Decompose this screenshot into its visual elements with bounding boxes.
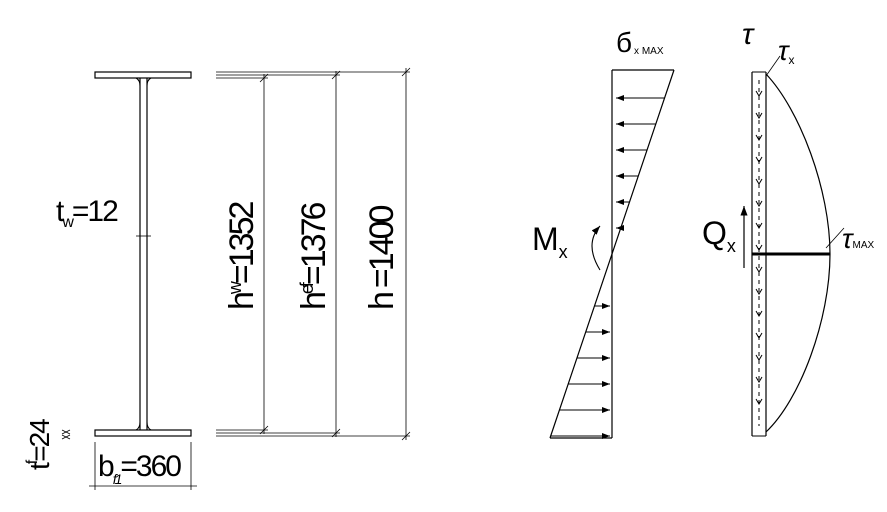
shear-arrow-head — [755, 222, 763, 229]
normal-stress-diagram — [549, 69, 675, 439]
tf-ticks — [61, 429, 71, 440]
moment-arc-arrow — [591, 225, 601, 271]
shear-arrow-head — [755, 200, 763, 207]
i-section — [94, 71, 192, 437]
flange-width-label: bf1=360 — [98, 450, 181, 487]
bottom-flange — [94, 429, 192, 437]
tension-arrows — [550, 303, 610, 439]
shear-arrow-head — [755, 156, 763, 163]
shear-arrow-head — [755, 398, 763, 405]
flange-thickness-label: tf=24 — [24, 419, 55, 470]
tau-max-label: τMAX — [842, 223, 874, 254]
shear-arrow-head — [755, 266, 763, 273]
bf-dimension — [89, 442, 197, 490]
shear-arrow-head — [755, 134, 763, 141]
shear-arrow-head — [755, 332, 763, 339]
shear-arrow-head — [755, 112, 763, 119]
shear-arrow-head — [755, 90, 763, 97]
tau-label: τ — [742, 18, 755, 51]
shear-arrow-head — [755, 178, 763, 185]
shear-arrows — [755, 90, 763, 405]
compression-arrows — [616, 95, 665, 231]
shear-arrow-head — [755, 354, 763, 361]
shear-stress-diagram — [740, 55, 845, 437]
shear-arrow-head — [755, 244, 763, 251]
shear-arrow-head — [755, 288, 763, 295]
tau-x-label: τx — [778, 35, 794, 67]
height-dimensions — [216, 67, 411, 441]
shear-arrow-head — [755, 376, 763, 383]
shear-arrow-head — [755, 310, 763, 317]
shear-force-label: Qx — [702, 215, 736, 256]
top-flange — [94, 71, 192, 79]
effective-height-label: hef=1376 — [295, 202, 333, 310]
web-thickness-label: tw=12 — [56, 195, 118, 231]
web-height-label: hw=1352 — [223, 201, 261, 310]
total-height-label: h=1400 — [363, 205, 401, 310]
moment-label: Mx — [532, 221, 568, 262]
